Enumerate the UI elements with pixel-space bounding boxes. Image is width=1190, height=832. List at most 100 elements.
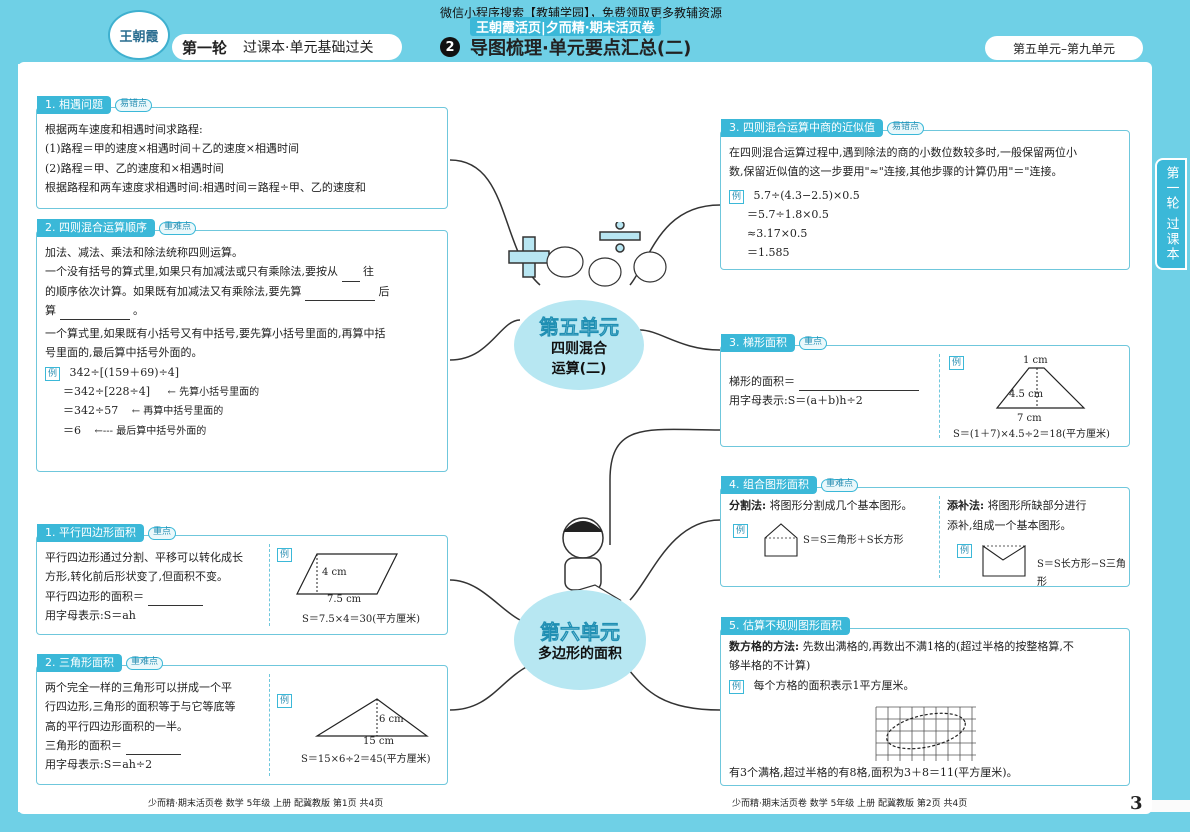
text-line: 号里面的,最后算中括号外面的。	[45, 346, 203, 360]
box-tag: 重难点	[821, 478, 859, 492]
series-title: 王朝霞活页|夕而精·期末活页卷	[470, 17, 661, 36]
text-line: 高的平行四边形面积的一半。	[45, 719, 188, 733]
box-tag: 易错点	[887, 121, 925, 135]
unit-five-circle: 第五单元 四则混合 运算(二)	[514, 300, 644, 390]
unit-name: 第六单元	[540, 619, 621, 644]
method-title: 数方格的方法:	[729, 640, 800, 653]
text-segment: 后	[378, 284, 390, 298]
fill-blank[interactable]	[125, 743, 181, 755]
triangle-figure	[314, 698, 429, 737]
box-meeting-problem: 1. 相遇问题 易错点 根据两车速度和相遇时间求路程: (1)路程＝甲的速度×相…	[36, 96, 448, 209]
example-result: S＝(1＋7)×4.5÷2＝18(平方厘米)	[953, 429, 1110, 440]
calc-step: ＝342÷57	[63, 404, 119, 418]
formula-label: 三角形的面积＝	[45, 738, 122, 752]
trapezoid-figure	[995, 367, 1086, 409]
parallelogram-figure	[296, 553, 398, 595]
box-composite-area: 4. 组合图形面积 重难点 分割法: 将图形分割成几个基本图形。 例 S＝S三角…	[720, 476, 1130, 588]
grid-figure	[875, 706, 976, 761]
side-tab[interactable]: 第一轮 过课本	[1155, 158, 1187, 270]
arrow-note: ← 再算中括号里面的	[131, 406, 224, 418]
letter-formula: 用字母表示:S＝ah÷2	[45, 758, 153, 771]
method-text: 添补,组成一个基本图形。	[947, 519, 1072, 532]
example-icon: 例	[733, 524, 749, 538]
method-title: 添补法:	[947, 499, 985, 512]
box-label: 2. 四则混合运算顺序	[37, 219, 155, 237]
box-label: 1. 平行四边形面积	[37, 524, 144, 542]
unit-name: 第五单元	[539, 314, 620, 340]
text-line: 加法、减法、乘法和除法统称四则运算。	[45, 246, 243, 259]
round-desc: 过课本·单元基础过关	[243, 40, 374, 56]
example-icon: 例	[45, 366, 61, 381]
arrow-note: ←--- 最后算中括号外面的	[94, 425, 207, 437]
publisher-logo: 王朝霞	[108, 10, 170, 60]
bottom-band	[0, 812, 1190, 832]
fill-blank[interactable]	[305, 289, 375, 301]
formula-label: 梯形的面积＝	[729, 375, 795, 388]
formula-label: 平行四边形的面积＝	[45, 589, 144, 603]
arrow-note: ← 先算小括号里面的	[167, 386, 260, 398]
connector-line	[629, 519, 721, 601]
text-segment: 。	[133, 303, 144, 317]
dim-top: 1 cm	[1023, 355, 1048, 366]
box-tag: 易错点	[115, 98, 153, 112]
unit-subtitle: 四则混合 运算(二)	[551, 340, 607, 377]
text-line: 一个算式里,如果既有小括号又有中括号,要先算小括号里面的,再算中括	[45, 327, 386, 340]
letter-formula: 用字母表示:S＝ah	[45, 608, 136, 622]
calc-step: ＝342÷[228÷4]	[63, 384, 151, 398]
dim-base: 7.5 cm	[327, 594, 362, 605]
box-parallelogram: 1. 平行四边形面积 重点 平行四边形通过分割、平移可以转化成长 方形,转化前后…	[36, 524, 448, 635]
house-shape-figure	[764, 523, 798, 557]
text-segment: 往	[363, 265, 374, 279]
box-tag: 重难点	[159, 221, 197, 235]
section-number: 2	[440, 37, 460, 57]
box-label: 3. 梯形面积	[721, 334, 795, 352]
unit-range: 第五单元–第九单元	[985, 36, 1143, 60]
text-segment: 算	[45, 303, 56, 317]
text-line: 两个完全一样的三角形可以拼成一个平	[45, 681, 232, 694]
fill-blank[interactable]	[59, 308, 130, 320]
box-triangle: 2. 三角形面积 重难点 两个完全一样的三角形可以拼成一个平 行四边形,三角形的…	[36, 654, 448, 785]
dim-height: 4 cm	[322, 567, 347, 578]
page-title: 2 导图梳理·单元要点汇总(二)	[440, 34, 691, 60]
connector-line	[609, 428, 721, 545]
box-quotient-approximation: 3. 四则混合运算中商的近似值 易错点 在四则混合运算过程中,遇到除法的商的小数…	[720, 119, 1130, 270]
connector-line	[449, 664, 531, 711]
math-symbols-illustration	[508, 222, 667, 287]
unit-subtitle: 多边形的面积	[538, 645, 622, 662]
calc-step: 342÷[(159＋69)÷4]	[69, 365, 180, 379]
text-line: 数,保留近似值的这一步要用"≈"连接,其他步骤的计算仍用"＝"连接。	[729, 165, 1063, 179]
footer-left: 少而精·期末活页卷 数学 5年级 上册 配冀教版 第1页 共4页	[148, 799, 384, 809]
calc-step: ＝5.7÷1.8×0.5	[747, 207, 829, 221]
box-irregular-area: 5. 估算不规则图形面积 数方格的方法: 先数出满格的,再数出不满1格的(超过半…	[720, 617, 1130, 786]
notched-rectangle-figure	[982, 544, 1026, 577]
calc-step: 5.7÷(4.3−2.5)×0.5	[753, 188, 860, 202]
example-icon: 例	[277, 548, 293, 562]
calc-step: ＝1.585	[747, 246, 790, 260]
fill-blank[interactable]	[147, 594, 203, 606]
page-number: 3	[1130, 793, 1143, 814]
example-result: S＝15×6÷2＝45(平方厘米)	[301, 754, 431, 765]
connector-line	[639, 329, 721, 351]
method-text: 将图形所缺部分进行	[987, 499, 1087, 512]
dim-height: 4.5 cm	[1009, 389, 1044, 400]
fill-blank[interactable]	[798, 379, 919, 392]
calc-step: ≈3.17×0.5	[747, 227, 808, 240]
example-icon: 例	[729, 679, 745, 694]
method-text: 将图形分割成几个基本图形。	[769, 499, 913, 512]
dim-height: 6 cm	[379, 714, 404, 725]
split-formula: S＝S三角形＋S长方形	[803, 535, 904, 546]
box-label: 5. 估算不规则图形面积	[721, 617, 850, 635]
text-line: 平行四边形通过分割、平移可以转化成长	[45, 551, 243, 564]
dim-base: 15 cm	[363, 736, 394, 747]
box-tag: 重点	[799, 336, 828, 350]
fill-blank[interactable]	[341, 270, 360, 282]
box-label: 2. 三角形面积	[37, 654, 122, 672]
method-text: 先数出满格的,再数出不满1格的(超过半格的按整格算,不	[802, 640, 1074, 653]
text-line: (1)路程＝甲的速度×相遇时间＋乙的速度×相遇时间	[45, 142, 300, 156]
text-line: (2)路程＝甲、乙的速度和×相遇时间	[45, 161, 224, 175]
text-line: 在四则混合运算过程中,遇到除法的商的小数位数较多时,一般保留两位小	[729, 146, 1077, 159]
title-text: 导图梳理·单元要点汇总(二)	[470, 38, 692, 59]
round-name: 第一轮	[182, 38, 228, 57]
box-label: 1. 相遇问题	[37, 96, 111, 114]
